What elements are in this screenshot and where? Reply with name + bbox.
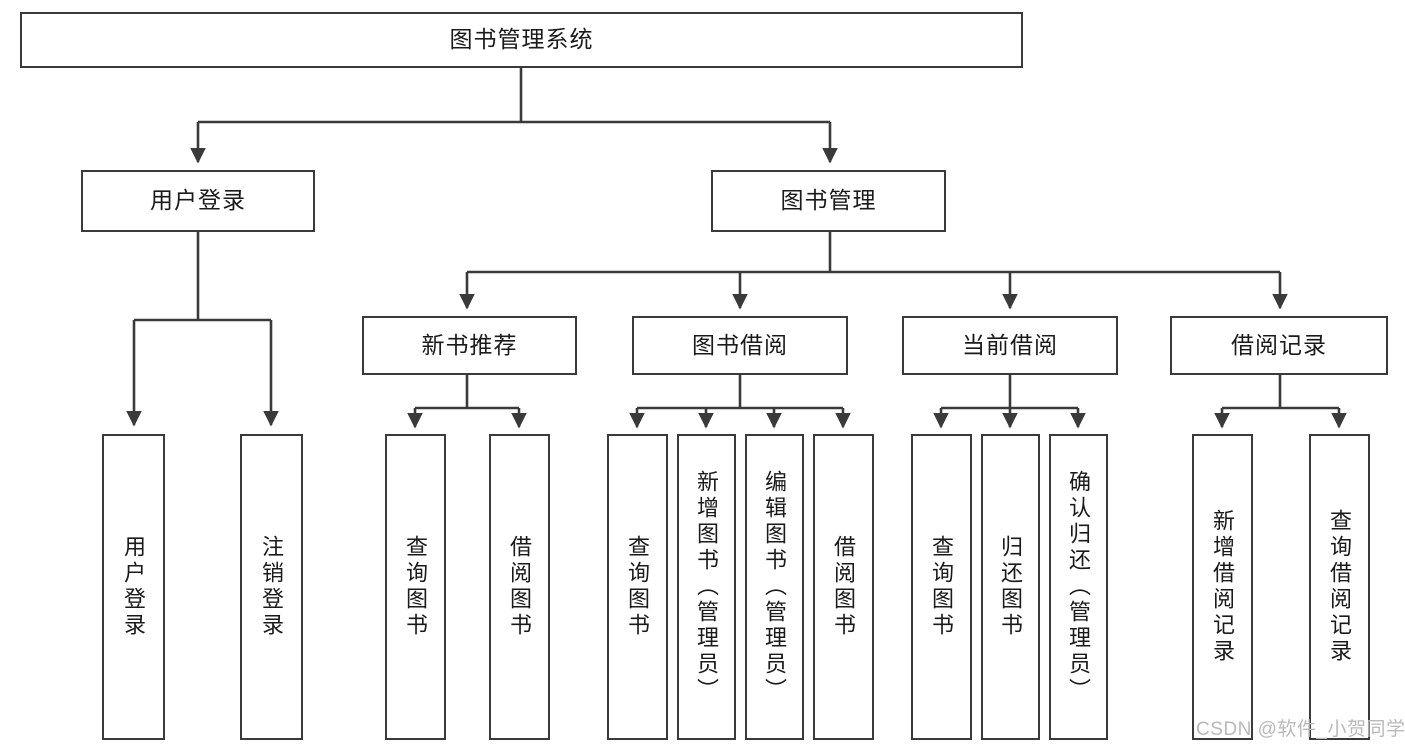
leaf-query-book-recommend[interactable]: 查询图书 (385, 434, 446, 740)
leaf-query-borrow-record[interactable]: 查询借阅记录 (1309, 434, 1370, 740)
leaf-add-book-admin[interactable]: 新增图书（管理员） (677, 434, 736, 740)
leaf-query-book-current[interactable]: 查询图书 (911, 434, 972, 740)
node-new-book-recommend[interactable]: 新书推荐 (362, 316, 577, 375)
leaf-confirm-return-admin[interactable]: 确认归还（管理员） (1049, 434, 1108, 740)
leaf-user-login[interactable]: 用户登录 (102, 434, 165, 740)
node-book-management[interactable]: 图书管理 (711, 170, 946, 232)
watermark-credit: CSDN @软件_小贺同学 (1196, 719, 1405, 740)
node-user-login[interactable]: 用户登录 (81, 170, 315, 232)
leaf-edit-book-admin[interactable]: 编辑图书（管理员） (745, 434, 804, 740)
node-root-system[interactable]: 图书管理系统 (20, 12, 1023, 68)
leaf-borrow-book[interactable]: 借阅图书 (813, 434, 874, 740)
node-current-borrow[interactable]: 当前借阅 (902, 316, 1118, 375)
node-book-borrow[interactable]: 图书借阅 (632, 316, 848, 375)
node-borrow-record[interactable]: 借阅记录 (1170, 316, 1388, 375)
leaf-add-borrow-record[interactable]: 新增借阅记录 (1192, 434, 1253, 740)
leaf-return-book[interactable]: 归还图书 (981, 434, 1040, 740)
leaf-query-book-borrow[interactable]: 查询图书 (607, 434, 668, 740)
leaf-borrow-book-recommend[interactable]: 借阅图书 (489, 434, 550, 740)
leaf-logout[interactable]: 注销登录 (240, 434, 303, 740)
